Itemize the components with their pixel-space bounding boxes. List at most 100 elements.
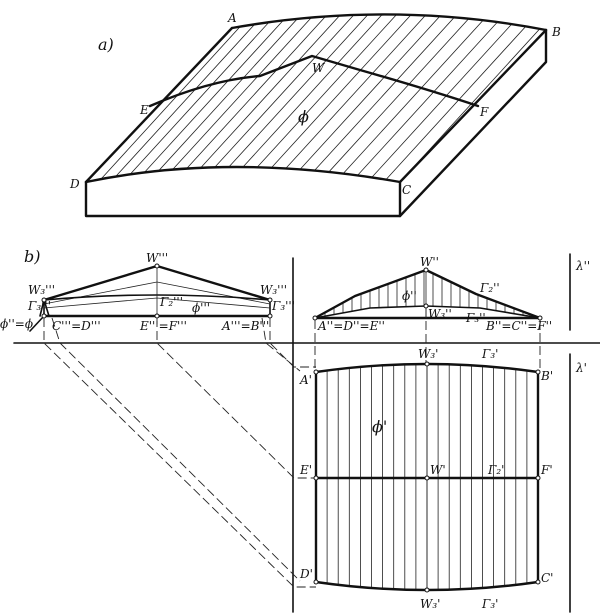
- plan-label-w: W': [430, 463, 446, 477]
- iso-label-d: D: [69, 177, 80, 191]
- iso-front-face: [84, 180, 402, 218]
- front-label-w3-left: W₃''': [28, 283, 55, 297]
- front-label-ab: A'''=B''': [221, 319, 269, 333]
- proj-diag-cd: [43, 318, 316, 588]
- panel-a-label: a): [98, 35, 114, 54]
- plan-label-g2: Γ₂': [487, 463, 504, 477]
- side-label-g2: Γ₂'': [479, 281, 500, 295]
- front-point-ef: [154, 313, 160, 319]
- iso-hatch-line: [214, 14, 361, 168]
- side-point-ade: [312, 315, 318, 321]
- front-view: W₃''' Γ₃''' W''' W₃''' Γ₃''' Γ₂''' ϕ''' …: [0, 251, 295, 333]
- front-label-g3-right: Γ₃''': [271, 299, 295, 313]
- plan-point-d: [313, 579, 319, 585]
- iso-hatch-line: [271, 14, 418, 168]
- front-label-w: W''': [146, 251, 168, 265]
- front-label-g3-left: Γ₃''': [27, 299, 51, 313]
- iso-hatch-line: [342, 14, 490, 175]
- plan-point-a: [313, 369, 319, 375]
- iso-left-edge-da: [84, 26, 234, 184]
- plan-label-g3-top: Γ₃': [481, 347, 498, 361]
- iso-hatch-line: [185, 14, 333, 170]
- iso-label-a: A: [227, 11, 237, 25]
- plan-label-d: D': [299, 567, 313, 581]
- side-point-w: [423, 267, 429, 273]
- iso-hatch-line: [371, 17, 518, 179]
- iso-hatch-line: [299, 14, 447, 170]
- plan-point-e: [313, 475, 319, 481]
- plan-label-g3-bot: Γ₃': [481, 597, 498, 611]
- plan-label-phi: ϕ': [372, 417, 387, 436]
- iso-hatch-line: [242, 14, 390, 168]
- side-label-w3: W₃'': [428, 307, 452, 321]
- plan-label-b: B': [540, 369, 553, 383]
- iso-surface-hatching: [86, 14, 546, 183]
- side-label-g3: Γ₃'': [465, 311, 486, 325]
- label-lambda-2: λ'': [575, 259, 590, 273]
- iso-label-e: E: [139, 103, 149, 117]
- front-label-g2: Γ₂''': [159, 295, 183, 309]
- iso-hatch-line: [171, 14, 318, 171]
- plan-point-f: [535, 475, 541, 481]
- projection-axes: [13, 253, 600, 613]
- iso-hatch-line: [228, 14, 376, 168]
- side-view: W'' Γ₂'' ϕ'' W₃'' Γ₃'' A''=D''=E'' B''=C…: [312, 255, 552, 333]
- iso-hatch-line: [114, 17, 261, 179]
- iso-label-b: B: [551, 25, 561, 39]
- iso-front-edge-dc: [84, 165, 402, 184]
- iso-top-edge-ab: [230, 13, 548, 32]
- iso-label-phi: ϕ: [298, 107, 309, 126]
- iso-ridge-ewf: [148, 54, 480, 108]
- front-phi-leader: [29, 315, 45, 332]
- plan-point-w3-bot: [424, 587, 430, 593]
- front-label-cd: C'''=D''': [52, 319, 101, 333]
- iso-hatch-line: [328, 14, 475, 173]
- plan-view: A' B' C' D' E' F' W' W₃' W₃' Γ₃' Γ₃' Γ₂'…: [299, 347, 553, 611]
- label-lambda-1: λ': [575, 361, 587, 375]
- panel-b-label: b): [24, 247, 40, 266]
- plan-label-w3-bot: W₃': [420, 597, 440, 611]
- plan-point-b: [535, 369, 541, 375]
- plan-label-e: E': [299, 463, 312, 477]
- front-label-phi: ϕ''': [192, 301, 210, 315]
- iso-right-face: [398, 28, 548, 218]
- plan-label-a: A': [299, 373, 312, 387]
- plan-label-w3-top: W₃': [418, 347, 438, 361]
- iso-hatch-line: [314, 14, 461, 171]
- side-label-w: W'': [420, 255, 439, 269]
- isometric-view: a) A B C D E F W ϕ: [69, 11, 561, 218]
- front-label-w3-right: W₃''': [260, 283, 287, 297]
- front-point-w: [154, 263, 160, 269]
- iso-label-f: F: [479, 105, 489, 119]
- iso-hatch-line: [99, 19, 247, 181]
- plan-label-c: C': [541, 571, 553, 585]
- iso-hatch-line: [142, 14, 290, 175]
- front-label-phi-eq: ϕ''=ϕ: [0, 317, 33, 331]
- plan-point-w3-top: [424, 361, 430, 367]
- proj-diag-ab-2: [261, 317, 301, 372]
- iso-hatch-line: [128, 15, 276, 177]
- iso-right-edge-cb: [398, 28, 548, 184]
- front-point-w3-right: [267, 297, 273, 303]
- iso-label-c: C: [402, 183, 411, 197]
- iso-hatch-line: [356, 15, 504, 177]
- projection-lines: [43, 308, 541, 588]
- front-point-cd: [41, 313, 47, 319]
- side-label-bcf: B''=C''=F'': [485, 319, 552, 333]
- plan-label-f: F': [540, 463, 553, 477]
- iso-hatch-line: [285, 14, 433, 169]
- iso-hatch-line: [157, 14, 304, 173]
- front-point-w3-left: [41, 297, 47, 303]
- proj-diag-ab: [269, 318, 316, 368]
- iso-hatch-line: [199, 14, 347, 169]
- plan-point-c: [535, 579, 541, 585]
- iso-hatch-line: [256, 14, 404, 168]
- front-label-ef: E'''=F''': [139, 319, 187, 333]
- iso-label-w: W: [312, 61, 326, 75]
- proj-diag-ef: [156, 318, 316, 479]
- side-label-ade: A''=D''=E'': [317, 319, 385, 333]
- plan-point-w: [424, 475, 430, 481]
- proj-diag-cd-2: [51, 317, 301, 582]
